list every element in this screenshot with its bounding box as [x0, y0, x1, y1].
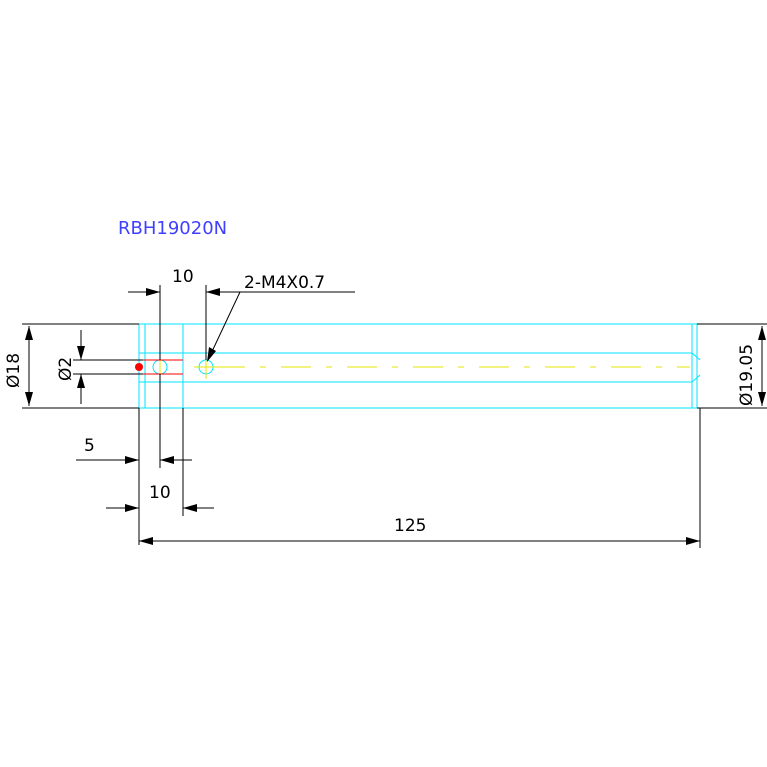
marker-dot: [135, 363, 143, 371]
red-marker: [135, 359, 183, 375]
end-curve-bottom: [691, 374, 701, 383]
shaft-body: [138, 323, 698, 409]
overall-length-label: 125: [394, 516, 426, 536]
centerline: [159, 355, 690, 379]
edge-offset-label: 5: [84, 436, 95, 456]
callout-leader: [207, 291, 241, 361]
part-outline: [138, 323, 701, 409]
part-number-title: RBH19020N: [118, 218, 227, 239]
end-curve-top: [691, 352, 701, 361]
dia-hole-label: Ø2: [56, 357, 76, 381]
dia-outer-label: Ø18: [4, 353, 24, 388]
dimension-lines: [22, 285, 767, 548]
hole-spacing-bottom-label: 10: [149, 483, 171, 503]
thread-callout-label: 2-M4X0.7: [244, 273, 325, 293]
dia-end-label: Ø19.05: [737, 344, 757, 406]
hole-spacing-top-label: 10: [172, 267, 194, 287]
